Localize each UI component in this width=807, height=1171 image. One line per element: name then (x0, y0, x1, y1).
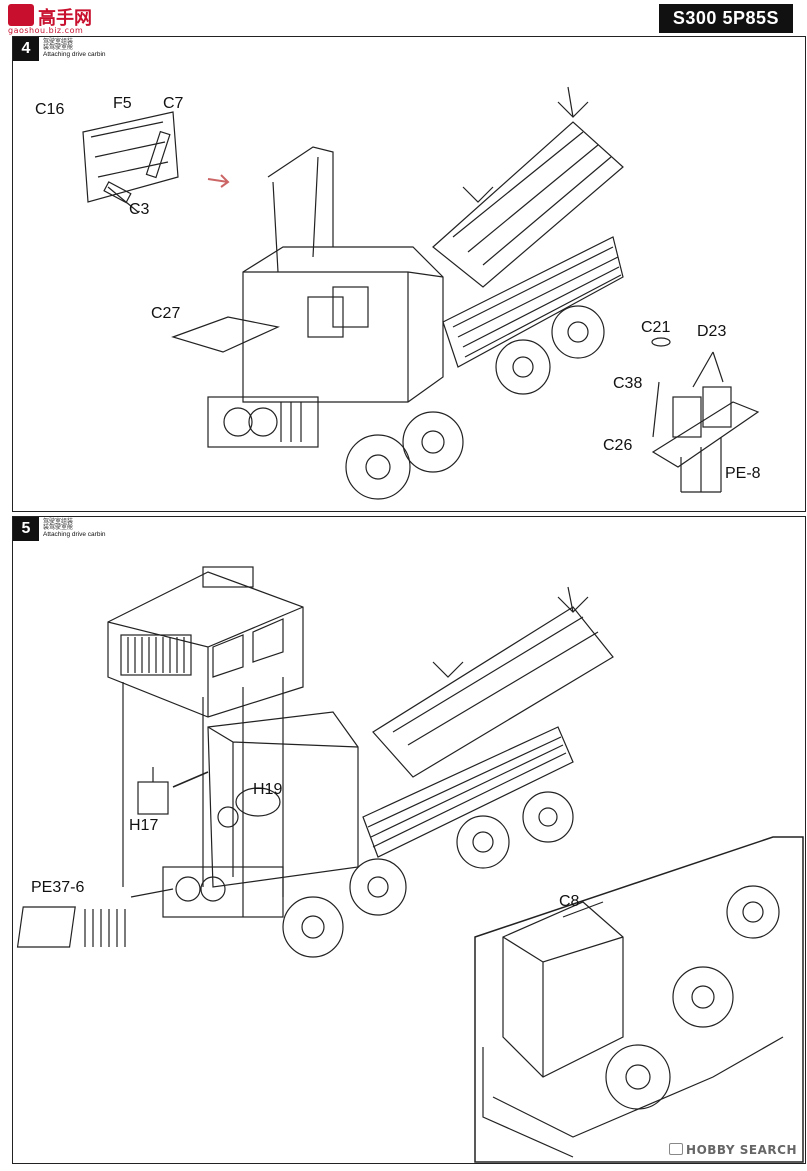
hobby-search-watermark: HOBBY SEARCH (669, 1143, 797, 1157)
step-4-panel: 4 驾驶室组装 装驾驶室舱 Attaching drive carbin (12, 36, 806, 512)
label-h17: H17 (129, 817, 159, 834)
seat-left (307, 296, 344, 338)
chassis-deck (362, 726, 574, 858)
front-bumper (162, 866, 284, 918)
cab-body (207, 711, 359, 888)
caption-cn-2: 装驾驶室舱 (43, 44, 74, 52)
label-c3: C3 (129, 201, 150, 218)
part-c21-wheel (651, 337, 671, 347)
label-c8: C8 (559, 893, 580, 910)
caption-cn-2: 装驾驶室舱 (43, 524, 74, 532)
chassis-deck (442, 236, 624, 368)
label-pe37-6: PE37-6 (31, 879, 85, 896)
caption-en: Attaching drive carbin (43, 50, 106, 58)
label-c27: C27 (151, 305, 181, 322)
part-pe37-6-mesh (16, 906, 76, 948)
step-4-drawing (82, 86, 760, 500)
wheel-2 (402, 411, 464, 473)
wheel-2 (349, 858, 407, 916)
cabin-frame-subassembly (82, 111, 179, 203)
part-c8 (562, 901, 604, 918)
front-platform-c27 (171, 316, 280, 353)
wheel-3 (456, 815, 510, 869)
step-caption: 驾驶室组装 装驾驶室舱 Attaching drive carbin (43, 518, 106, 538)
part-h17 (137, 781, 169, 815)
logo-text: 高手网 (38, 8, 92, 29)
caption-en: Attaching drive carbin (43, 530, 106, 538)
step-caption: 驾驶室组装 装驾驶室舱 Attaching drive carbin (43, 38, 106, 58)
wheel-1 (345, 434, 411, 500)
model-tag: S300 5P85S (658, 4, 793, 33)
hobby-search-logo-icon (669, 1143, 684, 1155)
part-c3 (103, 181, 132, 204)
cab-structure (242, 246, 444, 403)
step-number: 5 (13, 517, 39, 541)
part-c7-bottle (145, 130, 171, 179)
inset-wheel-3 (726, 885, 780, 939)
label-h19: H19 (253, 781, 283, 798)
seat-subassembly (651, 401, 760, 468)
label-c21: C21 (641, 319, 671, 336)
seat-right (332, 286, 369, 328)
caption-cn-1: 驾驶室组装 (43, 38, 74, 45)
logo-subtext: gaoshou.biz.com (8, 26, 84, 35)
wheel-1 (282, 896, 344, 958)
site-logo: 高手网 gaoshou.biz.com (4, 2, 114, 36)
part-c38-rod (652, 381, 660, 438)
launcher-assembly (372, 606, 614, 778)
wheel-4 (522, 791, 574, 843)
detail-inset-box (474, 836, 804, 1163)
step-number: 4 (13, 37, 39, 61)
label-d23: D23 (697, 323, 727, 340)
launcher-assembly (432, 121, 624, 288)
assembly-arrow-icon (207, 174, 230, 188)
caption-cn-1: 驾驶室组装 (43, 518, 74, 525)
label-pe-8: PE-8 (725, 465, 761, 482)
part-h19 (235, 787, 281, 817)
inset-wheel-2 (672, 966, 734, 1028)
watermark-text: HOBBY SEARCH (686, 1143, 797, 1157)
wheel-3 (495, 339, 551, 395)
logo-mark-icon (8, 4, 34, 26)
label-c38: C38 (613, 375, 643, 392)
step-5-drawing (16, 566, 804, 1163)
truck-cab-exploded (107, 571, 304, 718)
label-c16: C16 (35, 101, 65, 118)
radiator-front (207, 396, 319, 448)
label-c26: C26 (603, 437, 633, 454)
label-f5: F5 (113, 95, 132, 112)
step-5-panel: 5 驾驶室组装 装驾驶室舱 Attaching drive carbin (12, 516, 806, 1164)
inset-cab-frame (502, 901, 624, 1078)
label-c7: C7 (163, 95, 184, 112)
cab-grille (120, 634, 192, 676)
wheel-4 (551, 305, 605, 359)
